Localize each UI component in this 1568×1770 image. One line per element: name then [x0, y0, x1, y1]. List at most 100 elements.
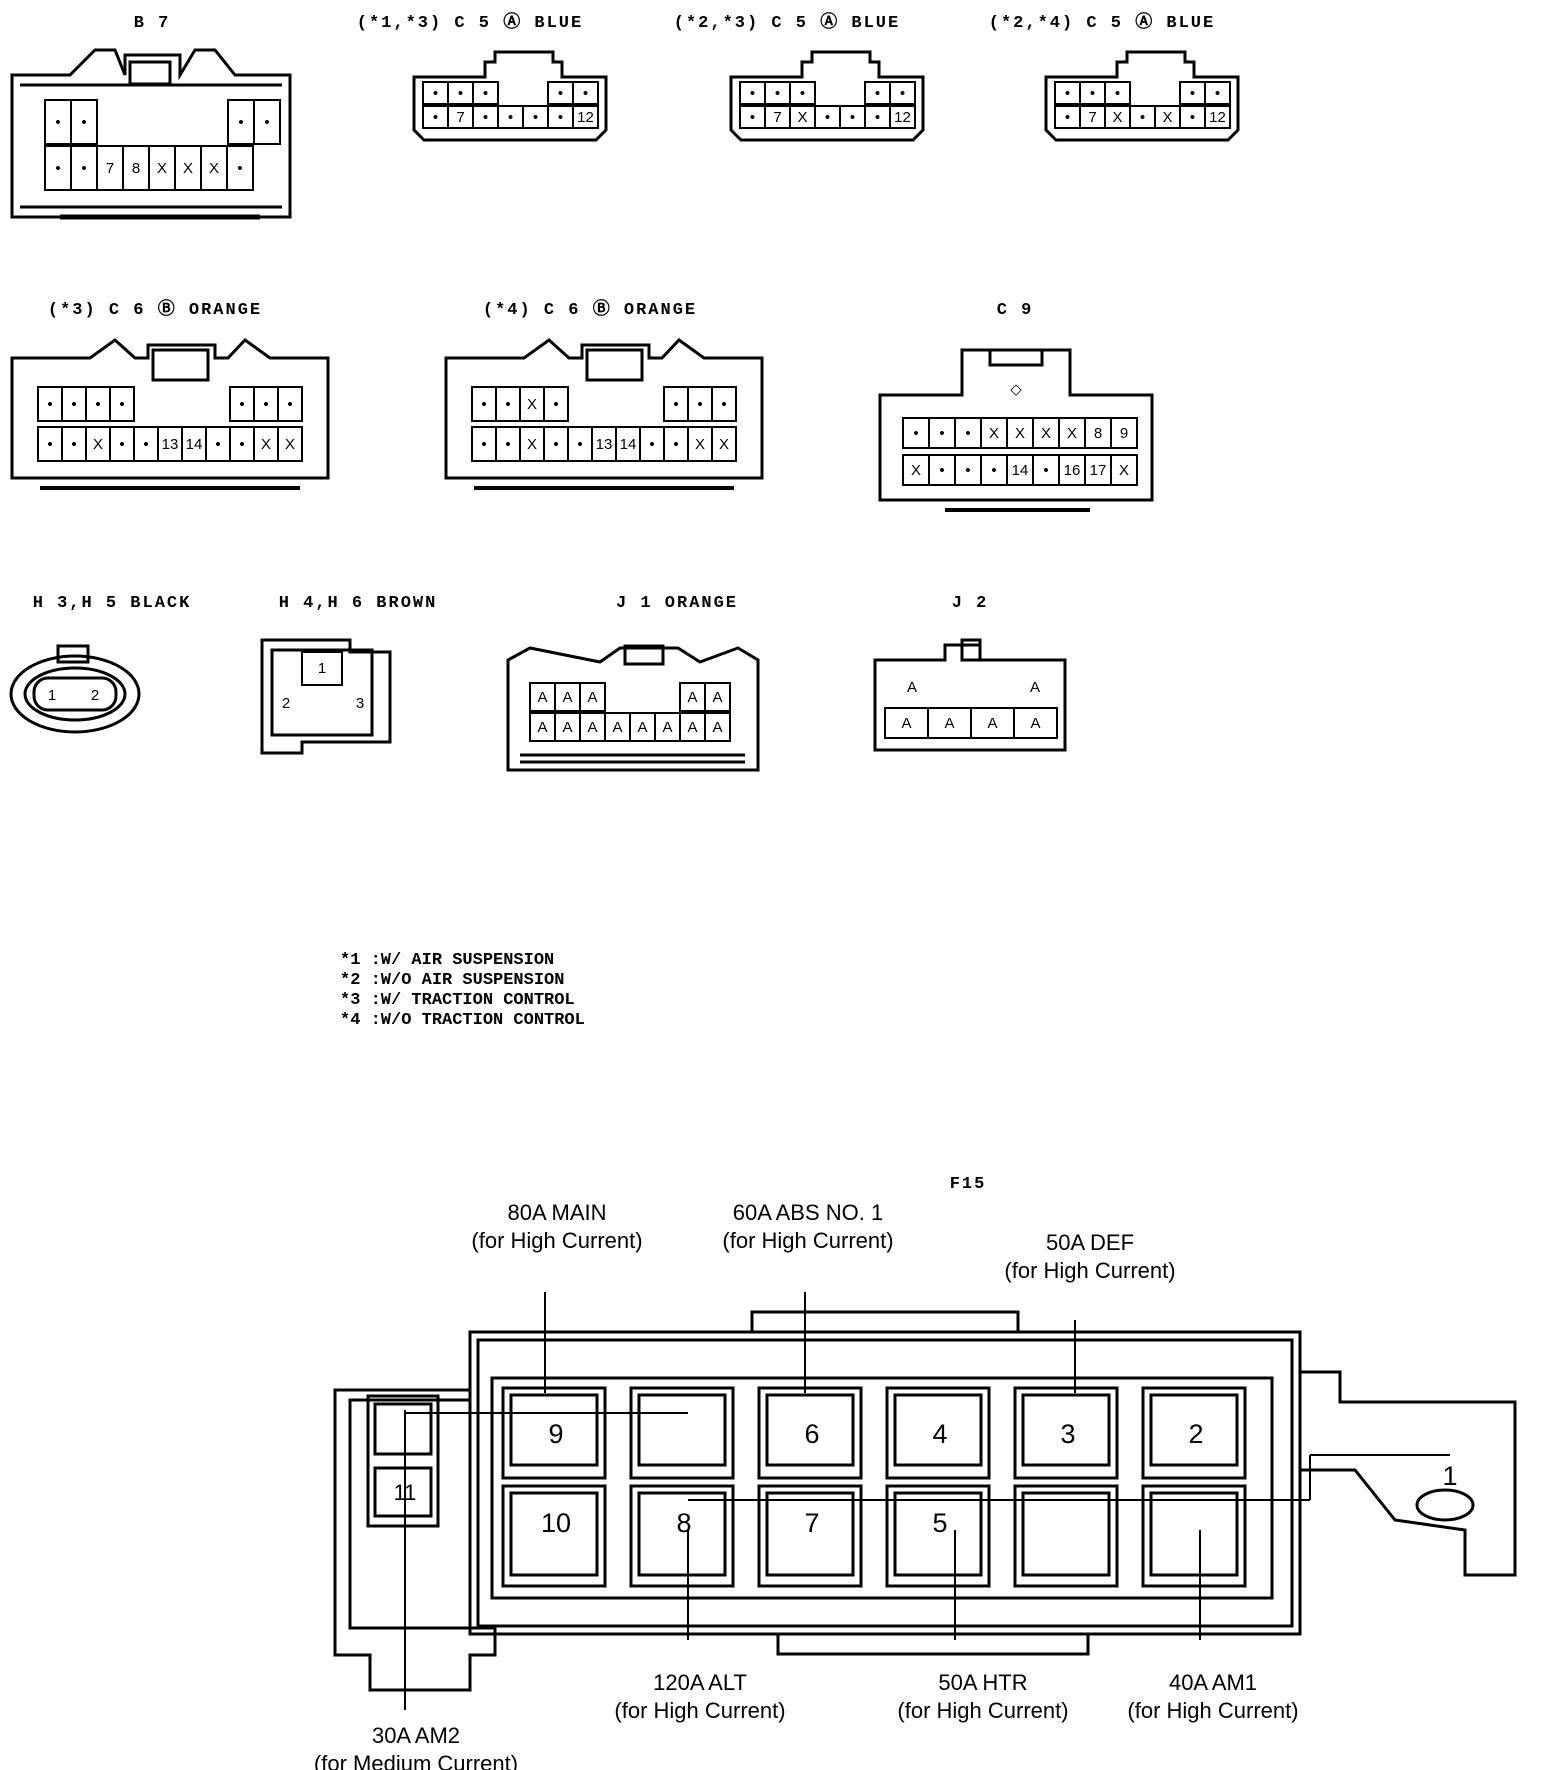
c6b-row2-pin: 14	[620, 436, 637, 453]
c5b-row2-pin: •	[750, 109, 755, 126]
connector-c5a-name: (*1,*3) C 5 Ⓐ BLUE	[357, 11, 583, 33]
c9-row2-pin: 14	[1012, 462, 1029, 479]
c6a-row2-pin: •	[47, 436, 52, 453]
c9-row2-pin: •	[991, 462, 996, 479]
c6a-row1b-pin: •	[287, 396, 292, 413]
c5c-row2-pin: X	[1112, 109, 1122, 126]
c9-row2-pin: •	[965, 462, 970, 479]
fuse-label-def: 50A DEF	[1046, 1230, 1134, 1255]
c5a-row2-pin: •	[533, 109, 538, 126]
j1-row1b-pin: A	[712, 689, 722, 706]
fuse-label-alt: 120A ALT	[653, 1670, 747, 1695]
c5a-row1a-pin: •	[433, 85, 438, 102]
c5c-row1b-pin: •	[1215, 85, 1220, 102]
j1-row2-cell	[704, 712, 731, 742]
b7-row2-pin: X	[183, 160, 193, 177]
fuse-number: 6	[804, 1419, 819, 1449]
c9-row1-pin: •	[939, 425, 944, 442]
c6b-row1a-cell	[543, 386, 569, 422]
c6b-row1a-pin: •	[481, 396, 486, 413]
c5b-row2-pin: 12	[894, 109, 911, 126]
c5c-row2-pin: 7	[1088, 109, 1096, 126]
h3-pin: 1	[48, 687, 56, 704]
j1-row2-pin: A	[587, 719, 597, 736]
c5c-row1a-cell	[1104, 81, 1131, 105]
connector-j2-name: J 2	[952, 594, 989, 613]
fuse-label-htr: 50A HTR	[938, 1670, 1027, 1695]
b7-row1b-cell	[253, 99, 281, 145]
fuse-label-main: 80A MAIN	[507, 1200, 606, 1225]
j2-pin: A	[1030, 679, 1040, 696]
j1-row1b-cell	[704, 682, 731, 712]
j1-row2-pin: A	[712, 719, 722, 736]
j2-pin: A	[907, 679, 917, 696]
legend-note: *3 :W/ TRACTION CONTROL	[340, 991, 575, 1010]
c6b-row1a-pin: •	[553, 396, 558, 413]
fuse-number: 8	[676, 1508, 691, 1538]
c5a-row1b-pin: •	[583, 85, 588, 102]
c5c-row2-pin: X	[1162, 109, 1172, 126]
j1-row1a-pin: A	[562, 689, 572, 706]
c6b-row1a-pin: X	[527, 396, 537, 413]
c6a-row1a-pin: •	[119, 396, 124, 413]
fuse-number: 7	[804, 1508, 819, 1538]
fuse-label-alt-rating: (for High Current)	[614, 1698, 785, 1723]
c6a-row2-pin: 14	[186, 436, 203, 453]
b7-row1b-pin: •	[264, 114, 269, 131]
j1-row2-pin: A	[687, 719, 697, 736]
fuse-number: 5	[932, 1508, 947, 1538]
c5b-row1a-cell	[789, 81, 816, 105]
label-layer: B 7(*1,*3) C 5 Ⓐ BLUE(*2,*3) C 5 Ⓐ BLUE(…	[33, 11, 1458, 1770]
c9-row2-pin: 17	[1090, 462, 1107, 479]
c9-row2-pin: •	[939, 462, 944, 479]
c5b-row1a-pin: •	[750, 85, 755, 102]
fuse-leader-lines	[404, 1292, 1450, 1710]
c6b-row2-pin: •	[553, 436, 558, 453]
c6a-row1a-pin: •	[71, 396, 76, 413]
c5a-row2-cell	[572, 105, 599, 129]
h4-pin: 1	[318, 660, 326, 677]
c5c-row1a-pin: •	[1115, 85, 1120, 102]
c5b-row1b-pin: •	[900, 85, 905, 102]
c5a-row1a-cell	[472, 81, 499, 105]
h3-pin: 2	[91, 687, 99, 704]
b7-row2-pin: X	[209, 160, 219, 177]
c5a-row2-pin: •	[558, 109, 563, 126]
c6a-row2-pin: •	[119, 436, 124, 453]
c6a-row2-pin: X	[93, 436, 103, 453]
h4-pin: 3	[356, 695, 364, 712]
c5b-row2-pin: •	[875, 109, 880, 126]
c6b-row2-pin: 13	[596, 436, 613, 453]
c5a-row2-pin: •	[433, 109, 438, 126]
c6a-row2-pin: •	[239, 436, 244, 453]
c5b-row1b-pin: •	[875, 85, 880, 102]
c5c-row1a-pin: •	[1065, 85, 1070, 102]
connector-h3	[9, 644, 141, 734]
c5c-row2-cell	[1204, 105, 1231, 129]
legend-note: *4 :W/O TRACTION CONTROL	[340, 1011, 585, 1030]
connector-c5b	[729, 50, 925, 142]
b7-row1b-pin: •	[238, 114, 243, 131]
connector-c5c	[1044, 50, 1240, 142]
connector-c9	[878, 348, 1154, 512]
legend-note: *1 :W/ AIR SUSPENSION	[340, 951, 554, 970]
j2-row2-pin: A	[987, 715, 997, 732]
connector-c6b	[444, 338, 764, 490]
c9-row1-pin: 9	[1120, 425, 1128, 442]
j1-row1b-pin: A	[687, 689, 697, 706]
fuse-label-am1-rating: (for High Current)	[1127, 1698, 1298, 1723]
b7-row2-cell	[226, 145, 254, 191]
c6a-row2-pin: •	[71, 436, 76, 453]
c6b-row2-pin: X	[719, 436, 729, 453]
c6b-row1a-pin: •	[505, 396, 510, 413]
c5c-row1b-cell	[1204, 81, 1231, 105]
legend-note: *2 :W/O AIR SUSPENSION	[340, 971, 564, 990]
j1-row2-pin: A	[562, 719, 572, 736]
fuse-label-am2: 30A AM2	[372, 1723, 460, 1748]
fuse-label-main-rating: (for High Current)	[471, 1228, 642, 1253]
c6b-row1b-pin: •	[673, 396, 678, 413]
c6b-row1b-pin: •	[721, 396, 726, 413]
c5c-row2-pin: 12	[1209, 109, 1226, 126]
